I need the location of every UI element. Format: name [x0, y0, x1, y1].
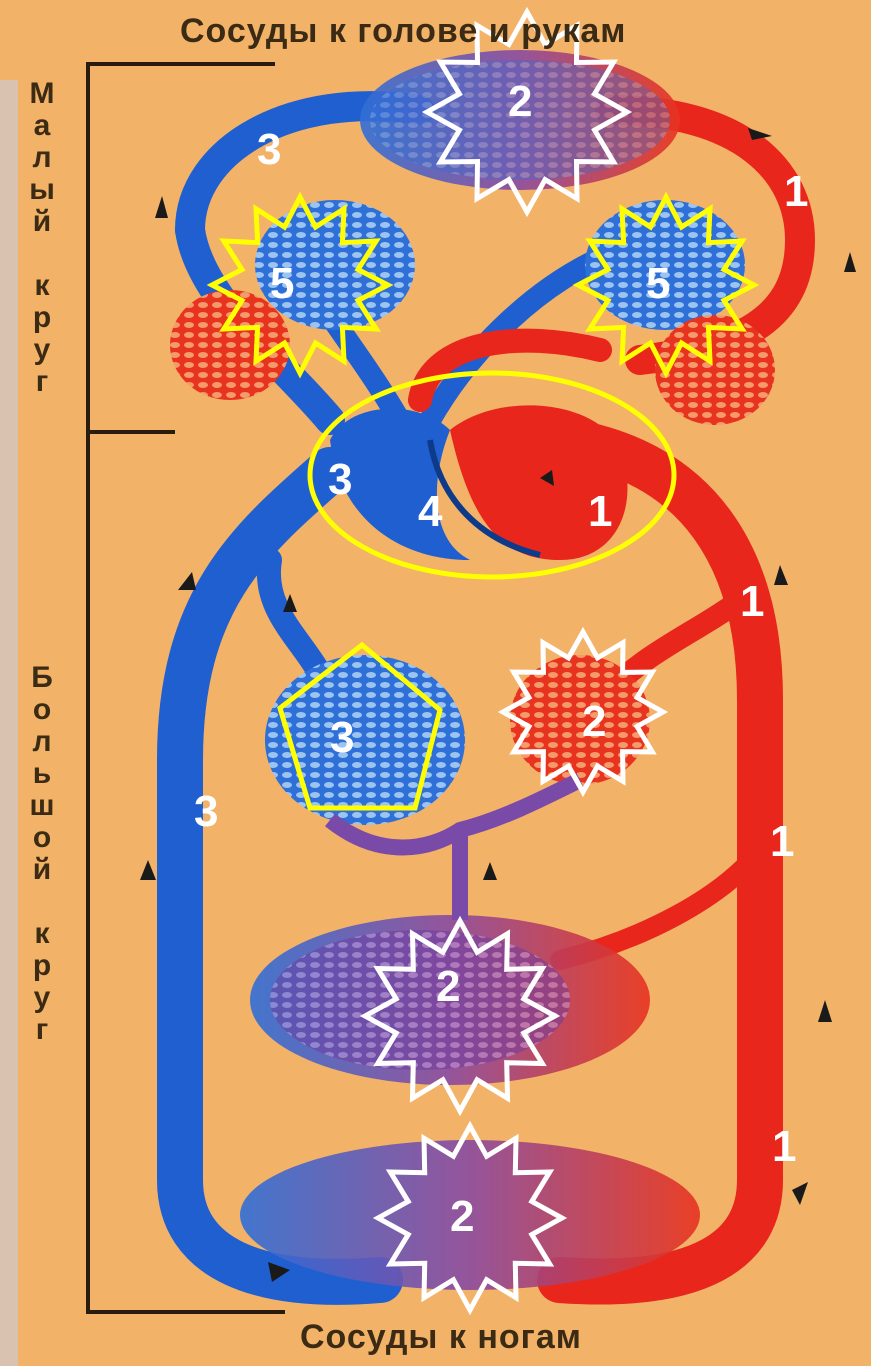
marker-lung-left: 5 [270, 262, 294, 306]
side-label-letter: р [22, 950, 62, 982]
side-label-letter: р [22, 302, 62, 334]
side-label-letter: у [22, 982, 62, 1014]
marker-lung-right: 5 [646, 262, 670, 306]
side-label-letter: к [22, 918, 62, 950]
side-label-letter: ш [22, 790, 62, 822]
side-label-letter: л [22, 726, 62, 758]
marker-capillary-legs: 2 [450, 1195, 474, 1239]
capillary-networks [170, 50, 775, 1290]
marker-capillary-head: 2 [508, 80, 532, 124]
star-markers [212, 12, 754, 1310]
side-label-letter: к [22, 270, 62, 302]
side-label-letter: о [22, 694, 62, 726]
side-label-letter [22, 886, 62, 918]
heart [330, 405, 628, 560]
marker-capillary-organ: 2 [582, 700, 606, 744]
marker-vein-head: 3 [257, 128, 281, 172]
marker-heart-septum: 4 [418, 490, 442, 534]
side-label-letter: ь [22, 758, 62, 790]
marker-artery-lower: 1 [770, 820, 794, 864]
side-label-letter: а [22, 110, 62, 142]
side-label-letter: у [22, 334, 62, 366]
side-label-letter: о [22, 822, 62, 854]
marker-artery-legs: 1 [772, 1125, 796, 1169]
marker-heart-ventricle: 1 [588, 490, 612, 534]
bottom-title: Сосуды к ногам [300, 1318, 800, 1357]
marker-vein-main: 3 [194, 790, 218, 834]
marker-capillary-gut: 2 [436, 965, 460, 1009]
side-label-letter: М [22, 78, 62, 110]
top-title: Сосуды к голове и рукам [180, 12, 840, 51]
marker-heart-atrium: 3 [328, 458, 352, 502]
side-label-letter: г [22, 366, 62, 398]
side-label-letter: л [22, 142, 62, 174]
marker-artery-head: 1 [784, 170, 808, 214]
side-label-letter: й [22, 854, 62, 886]
side-label-letter: Б [22, 662, 62, 694]
marker-artery-mid: 1 [740, 580, 764, 624]
marker-liver: 3 [330, 716, 354, 760]
side-label-letter [22, 238, 62, 270]
left-edge-strip [0, 80, 18, 1366]
side-label-letter: г [22, 1014, 62, 1046]
side-label-letter: ы [22, 174, 62, 206]
side-label-letter: й [22, 206, 62, 238]
